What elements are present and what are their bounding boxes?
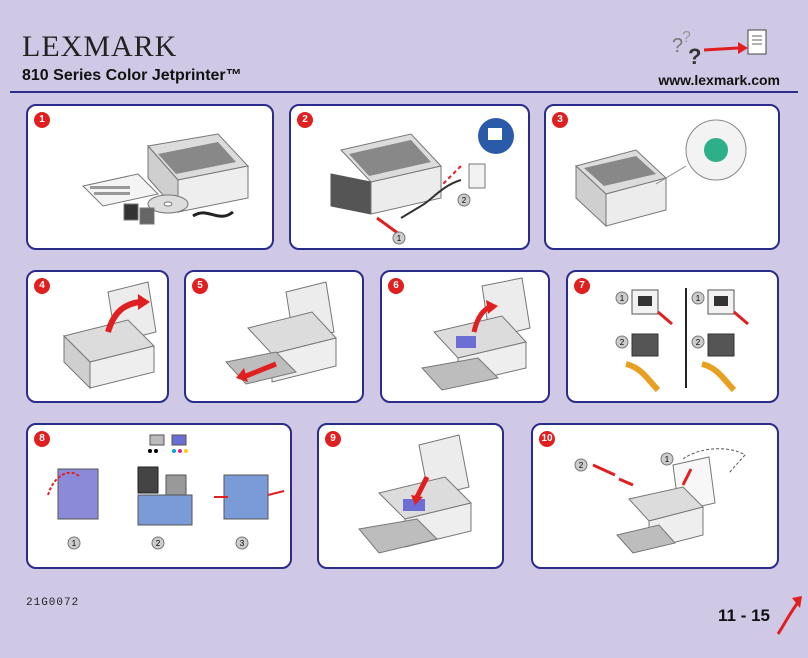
step-5-panel: 5: [184, 270, 364, 403]
callout-1: 1: [620, 294, 625, 303]
callout-2: 2: [156, 539, 161, 548]
install-cartridges-illustration: 1 2 3: [47, 434, 285, 550]
open-paper-support-illustration: [63, 281, 157, 390]
step-10-panel: 10 1 2: [531, 423, 779, 569]
callout-2: 2: [696, 338, 701, 347]
svg-text:?: ?: [682, 29, 691, 46]
callout-1: 1: [72, 539, 77, 548]
step-badge: 10: [539, 431, 555, 447]
step-6-panel: 6: [380, 270, 550, 403]
close-printer-cover-illustration: [358, 434, 472, 554]
callout-1: 1: [665, 455, 670, 464]
step-2-panel: 2 1 2: [289, 104, 530, 250]
remove-cartridge-tape-illustration: 1 2 1 2: [615, 288, 749, 393]
step-1-panel: 1: [26, 104, 274, 250]
step-badge: 6: [388, 278, 404, 294]
step-3-panel: 3: [544, 104, 780, 250]
extend-paper-exit-tray-illustration: [225, 281, 337, 385]
step-badge: 7: [574, 278, 590, 294]
step-4-panel: 4: [26, 270, 169, 403]
step-badge: 5: [192, 278, 208, 294]
step-badge: 8: [34, 431, 50, 447]
page-range: 11 - 15: [718, 606, 770, 625]
load-paper-illustration: 1 2: [574, 448, 746, 554]
help-question-arrow-icon: ? ? ?: [672, 29, 767, 68]
open-printer-cover-illustration: [421, 277, 531, 391]
website-url[interactable]: www.lexmark.com: [658, 72, 780, 88]
lexmark-logo: LEXMARK: [22, 30, 178, 63]
connect-power-illustration: 1 2: [330, 118, 514, 245]
page-corner-arrow-icon[interactable]: [776, 594, 804, 638]
svg-text:?: ?: [672, 35, 683, 57]
step-8-panel: 8 1 2 3: [26, 423, 292, 569]
document-code: 21G0072: [26, 597, 80, 609]
step-badge: 2: [297, 112, 313, 128]
product-title: 810 Series Color Jetprinter™: [22, 67, 242, 84]
step-9-panel: 9: [317, 423, 504, 569]
callout-2: 2: [579, 461, 584, 470]
callout-1: 1: [696, 294, 701, 303]
callout-1: 1: [397, 234, 402, 243]
svg-text:?: ?: [688, 44, 701, 68]
step-badge: 4: [34, 278, 50, 294]
callout-3: 3: [240, 539, 245, 548]
callout-2: 2: [620, 338, 625, 347]
callout-2: 2: [462, 196, 467, 205]
power-on-illustration: [574, 119, 747, 228]
header-divider: [10, 91, 798, 93]
step-badge: 1: [34, 112, 50, 128]
step-badge: 3: [552, 112, 568, 128]
step-7-panel: 7 1 2 1 2: [566, 270, 779, 403]
unpack-printer-illustration: [81, 133, 249, 225]
step-badge: 9: [325, 431, 341, 447]
